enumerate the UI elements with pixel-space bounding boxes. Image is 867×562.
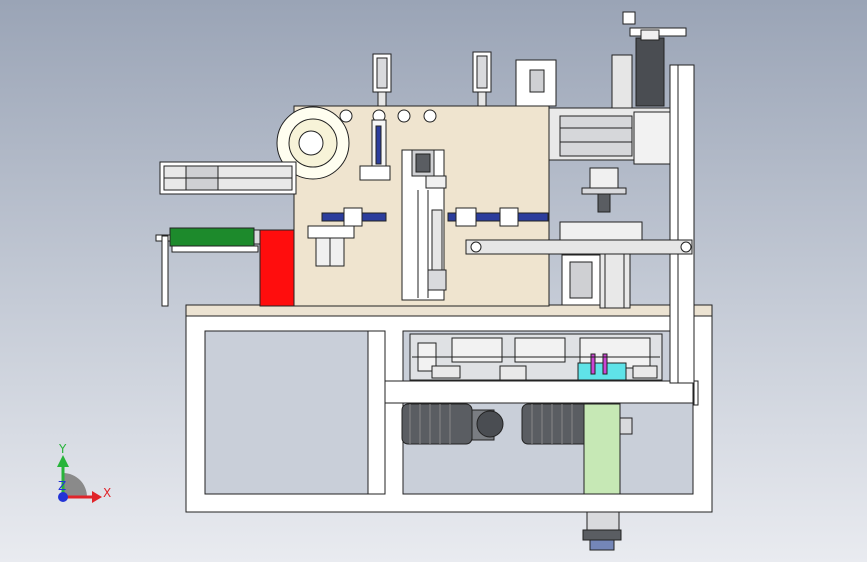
press-head <box>581 167 627 213</box>
z-axis-label: Z <box>58 479 66 493</box>
green-cylinder <box>155 227 263 307</box>
table-top <box>185 304 713 317</box>
magenta-pin-2 <box>602 353 608 375</box>
clamp-block <box>307 225 355 267</box>
x-axis-label: X <box>103 486 111 500</box>
red-guard <box>259 229 295 307</box>
z-axis-dot <box>58 492 68 502</box>
rollers <box>339 109 437 181</box>
magenta-pin-1 <box>590 353 596 375</box>
right-column <box>611 11 699 406</box>
triad-arc <box>63 473 87 497</box>
frame-post-mid <box>367 330 386 495</box>
x-axis-arrow <box>92 491 102 503</box>
frame-window-left <box>204 330 369 495</box>
bottom-motor <box>582 511 622 551</box>
right-blue-rail <box>447 207 549 227</box>
left-conveyor <box>159 161 297 195</box>
y-axis-label: Y <box>58 442 67 456</box>
motor-right <box>521 403 591 445</box>
coordinate-triad: Y X Z <box>57 442 111 503</box>
top-motor-left <box>372 53 392 107</box>
green-gearbox <box>583 403 633 495</box>
y-axis-arrow <box>57 455 69 467</box>
cyan-block <box>577 362 627 381</box>
right-slide-assembly <box>559 221 643 309</box>
top-motor-right <box>472 51 492 107</box>
top-slide-unit <box>515 59 671 165</box>
vertical-cylinder-dark <box>635 37 665 107</box>
film-roll <box>276 106 350 180</box>
lower-mechanism <box>409 333 663 381</box>
frame-crossbar <box>384 380 694 404</box>
blue-arm <box>375 125 382 165</box>
motor-left <box>401 403 504 445</box>
left-blue-rail <box>321 207 387 227</box>
center-guide <box>401 149 447 301</box>
long-horizontal-cylinder <box>465 239 693 255</box>
